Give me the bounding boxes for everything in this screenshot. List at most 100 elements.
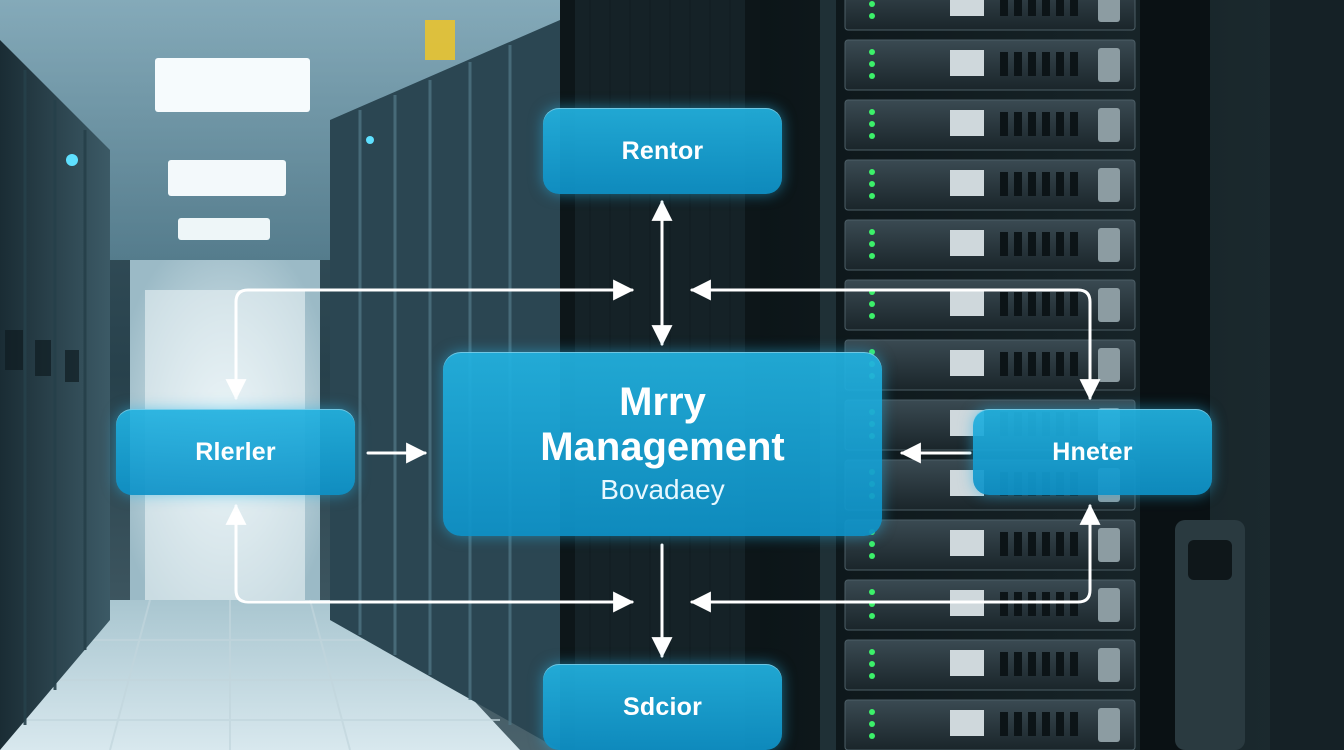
rack-vent [1056, 172, 1064, 196]
rack-vent [1000, 592, 1008, 616]
rack-vent [1028, 172, 1036, 196]
rack-vent [1056, 712, 1064, 736]
rack-vent [1070, 0, 1078, 16]
status-led [869, 733, 875, 739]
rack-vent [1056, 532, 1064, 556]
center-subtitle: Bovadaey [600, 474, 725, 505]
node-top: Rentor [543, 108, 782, 194]
rack-unit [844, 99, 1136, 151]
node-right: Hneter [973, 409, 1212, 495]
status-led [869, 1, 875, 7]
rack-vent [1042, 232, 1050, 256]
rack-handle [1098, 648, 1120, 682]
rack-vent [1028, 352, 1036, 376]
rack-vent [1000, 292, 1008, 316]
rack-vent [1000, 712, 1008, 736]
rack-vent [1014, 712, 1022, 736]
rack-unit [844, 219, 1136, 271]
rack-vent [1014, 0, 1022, 16]
rack-panel [950, 710, 984, 736]
rack-vent [1028, 112, 1036, 136]
rack-handle [1098, 708, 1120, 742]
rack-vent [1028, 532, 1036, 556]
status-led [869, 313, 875, 319]
rack-handle [1098, 0, 1120, 22]
rack-unit [844, 39, 1136, 91]
status-led [869, 601, 875, 607]
node-center: Mrry Management Bovadaey [443, 352, 882, 536]
rack-panel [950, 0, 984, 16]
rack-vent [1042, 712, 1050, 736]
rack-vent [1042, 112, 1050, 136]
rack-handle [1098, 588, 1120, 622]
rack-vent [1028, 712, 1036, 736]
rack-vent [1014, 232, 1022, 256]
rack-vent [1070, 232, 1078, 256]
rack-vent [1000, 532, 1008, 556]
rack-vent [1028, 0, 1036, 16]
rack-vent [1070, 592, 1078, 616]
status-led [869, 193, 875, 199]
rack-panel [950, 590, 984, 616]
rack-vent [1056, 652, 1064, 676]
rack-panel [950, 290, 984, 316]
rack-vent [1014, 292, 1022, 316]
rack-vent [1070, 172, 1078, 196]
status-led [869, 49, 875, 55]
center-title-line-2: Management [540, 425, 785, 469]
rack-unit [844, 339, 1136, 391]
center-title-line-1: Mrry [619, 380, 706, 424]
rack-vent [1042, 592, 1050, 616]
status-led [869, 133, 875, 139]
rack-vent [1070, 352, 1078, 376]
rack-vent [1014, 652, 1022, 676]
rack-vent [1000, 172, 1008, 196]
status-led [869, 649, 875, 655]
status-led [869, 589, 875, 595]
rack-vent [1000, 652, 1008, 676]
status-led [869, 721, 875, 727]
rack-vent [1028, 292, 1036, 316]
status-led [869, 661, 875, 667]
status-led [869, 253, 875, 259]
rack-handle [1098, 168, 1120, 202]
rack-vent [1014, 592, 1022, 616]
status-led [869, 121, 875, 127]
rack-vent [1042, 0, 1050, 16]
rack-vent [1056, 52, 1064, 76]
rack-vent [1056, 0, 1064, 16]
rack-handle [1098, 108, 1120, 142]
rack-panel [950, 650, 984, 676]
status-led [869, 613, 875, 619]
rack-vent [1056, 232, 1064, 256]
status-led [869, 73, 875, 79]
rack-unit [844, 0, 1136, 31]
rack-vent [1056, 352, 1064, 376]
rack-panel [950, 170, 984, 196]
rack-handle [1098, 528, 1120, 562]
rack-vent [1028, 52, 1036, 76]
node-bottom-label: Sdcior [623, 692, 702, 721]
rack-vent [1056, 592, 1064, 616]
rack-vent [1000, 0, 1008, 16]
rack-vent [1070, 652, 1078, 676]
rack-vent [1014, 352, 1022, 376]
rack-vent [1014, 172, 1022, 196]
rack-vent [1056, 292, 1064, 316]
rack-vent [1070, 532, 1078, 556]
rack-vent [1000, 52, 1008, 76]
rack-handle [1098, 288, 1120, 322]
node-left-label: Rlerler [195, 437, 276, 466]
node-left: Rlerler [116, 409, 355, 495]
status-led [869, 13, 875, 19]
rack-vent [1070, 292, 1078, 316]
rack-vent [1014, 112, 1022, 136]
rack-vent [1070, 112, 1078, 136]
status-led [869, 241, 875, 247]
status-led [869, 109, 875, 115]
rack-vent [1014, 52, 1022, 76]
rack-vent [1042, 532, 1050, 556]
status-led [869, 169, 875, 175]
node-top-label: Rentor [621, 136, 704, 165]
